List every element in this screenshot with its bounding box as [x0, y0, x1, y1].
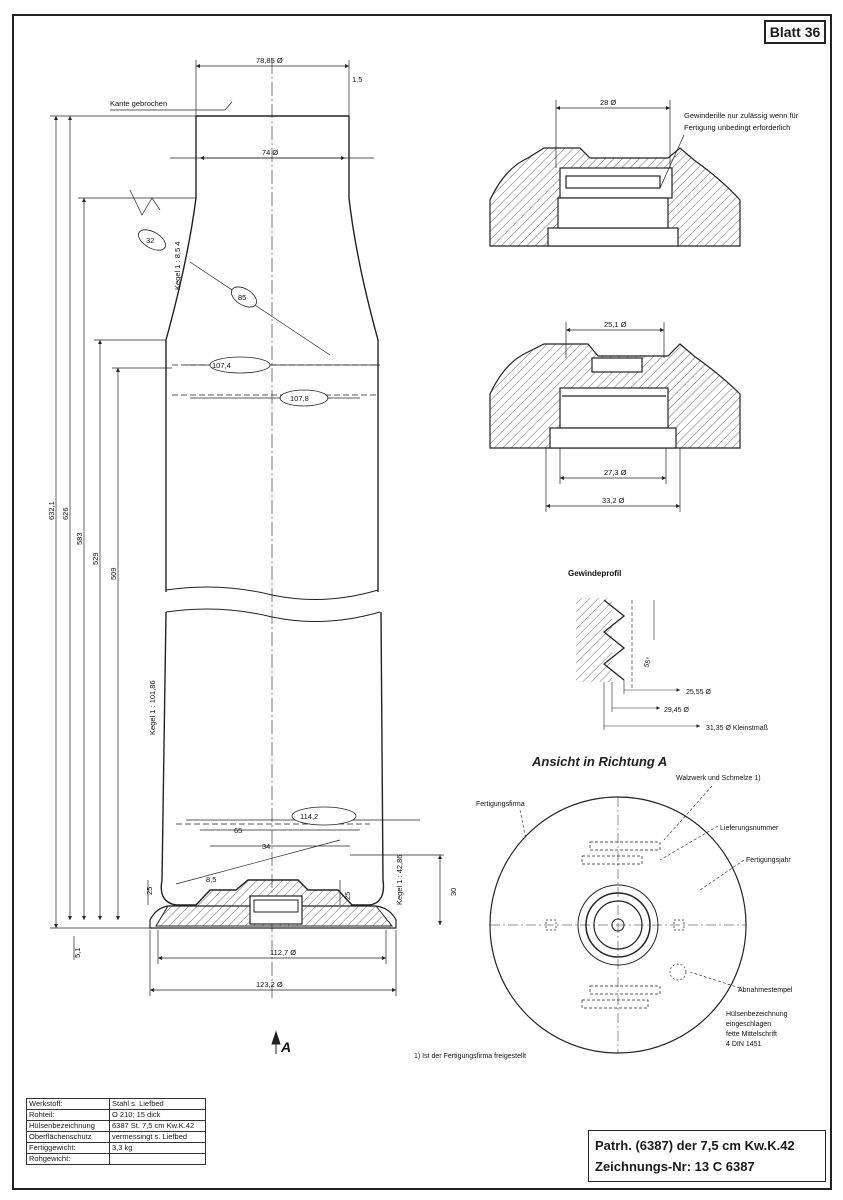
dim-529: 529 [91, 552, 100, 565]
label-delivery: Lieferungsnummer [720, 825, 779, 832]
title-block: Patrh. (6387) der 7,5 cm Kw.K.42 Zeichnu… [588, 1130, 826, 1182]
detail-1-note-line2: Fertigung unbedingt erforderlich [684, 123, 790, 132]
dim-5-1: 5,1 [73, 948, 82, 958]
label-firm: Fertigungsfirma [476, 801, 525, 808]
main-dim-bubbles [138, 229, 357, 826]
label-designation-1: Hülsenbezeichnung [726, 1011, 788, 1018]
dim-25-left: 25 [145, 887, 154, 895]
dim-509: 509 [109, 567, 118, 580]
label-year: Fertigungsjahr [746, 857, 791, 864]
case-right-wall-upper [348, 116, 379, 592]
dim-top-diameter: 78,85 Ø [256, 56, 283, 65]
dim-85: 85 [238, 293, 246, 302]
footnote: 1) Ist der Fertigungsfirma freigestellt [414, 1053, 526, 1060]
detail-1-note-line1: Gewinderille nur zulässig wenn für [684, 111, 799, 120]
table-row: Rohgewicht: [26, 1153, 206, 1165]
dim-65: 65 [234, 826, 242, 835]
main-dimension-lines [50, 60, 444, 996]
thread-dim-1: 25,55 Ø [686, 689, 711, 696]
case-main-view [149, 60, 397, 1000]
edge-note: Kante gebrochen [110, 99, 167, 108]
detail-1-section [489, 147, 741, 247]
dim-114-2: 114,2 [300, 812, 318, 821]
dim-wall: 1,5 [352, 75, 362, 84]
view-a-title: Ansicht in Richtung A [531, 754, 667, 769]
thread-profile [576, 598, 700, 730]
table-row: Rohteil:O 210; 15 dick [26, 1109, 206, 1121]
dim-34: 34 [262, 842, 270, 851]
dim-rim-diameter: 112,7 Ø [270, 948, 296, 957]
title-line-2: Zeichnungs-Nr: 13 C 6387 [595, 1159, 755, 1174]
thread-profile-title: Gewindeprofil [568, 569, 621, 578]
label-designation-2: eingeschlagen [726, 1021, 771, 1028]
thread-angle: 55° [642, 656, 653, 669]
case-left-wall-upper [165, 116, 197, 592]
label-designation-4: 4 DIN 1451 [726, 1041, 762, 1048]
dim-25-right: 25 [343, 892, 352, 900]
view-a-disc [489, 785, 747, 1054]
thread-dim-2: 29,45 Ø [664, 707, 689, 714]
view-a-label: A [280, 1039, 291, 1055]
dim-626: 626 [61, 507, 70, 520]
detail-2-dim-top: 25,1 Ø [604, 320, 627, 329]
table-row: Werkstoff:Stahl s. Liefbed [26, 1098, 206, 1110]
dim-30: 30 [449, 888, 458, 896]
dim-8-5: 8,5 [206, 875, 216, 884]
table-row: Fertiggewicht:3,3 kg [26, 1142, 206, 1154]
title-line-1: Patrh. (6387) der 7,5 cm Kw.K.42 [595, 1138, 795, 1153]
label-stamp: Abnahmestempel [738, 987, 793, 994]
dim-107-8: 107,8 [290, 394, 309, 403]
detail-2-section [489, 343, 741, 449]
label-mill: Walzwerk und Schmelze 1) [676, 775, 761, 782]
sheet-border [12, 14, 832, 1190]
label-designation-3: fette Mittelschrift [726, 1031, 777, 1038]
materials-table: Werkstoff:Stahl s. Liefbed Rohteil:O 210… [26, 1098, 206, 1165]
dim-107-4: 107,4 [212, 361, 231, 370]
taper-body: Kegel 1 : 101,86 [148, 680, 157, 735]
dim-32: 32 [146, 236, 154, 245]
case-lower-body [160, 611, 385, 906]
thread-dim-3: 31,35 Ø Kleinstmaß [706, 725, 768, 732]
detail-1-dim: 28 Ø [600, 98, 616, 107]
dim-583: 583 [75, 532, 84, 545]
taper-neck: Kegel 1 : 8,5 4 [173, 242, 182, 290]
dim-base-diameter: 123,2 Ø [256, 980, 283, 989]
detail-2-dim-mid: 27,3 Ø [604, 468, 627, 477]
sheet-number: Blatt 36 [764, 20, 826, 44]
detail-2-dim-bottom: 33,2 Ø [602, 496, 625, 505]
view-a-marker [271, 1030, 281, 1054]
dim-632-1: 632,1 [47, 501, 56, 520]
taper-base: Kegel 1 : 42,86 [395, 855, 404, 905]
dim-neck-diameter: 74 Ø [262, 148, 278, 157]
